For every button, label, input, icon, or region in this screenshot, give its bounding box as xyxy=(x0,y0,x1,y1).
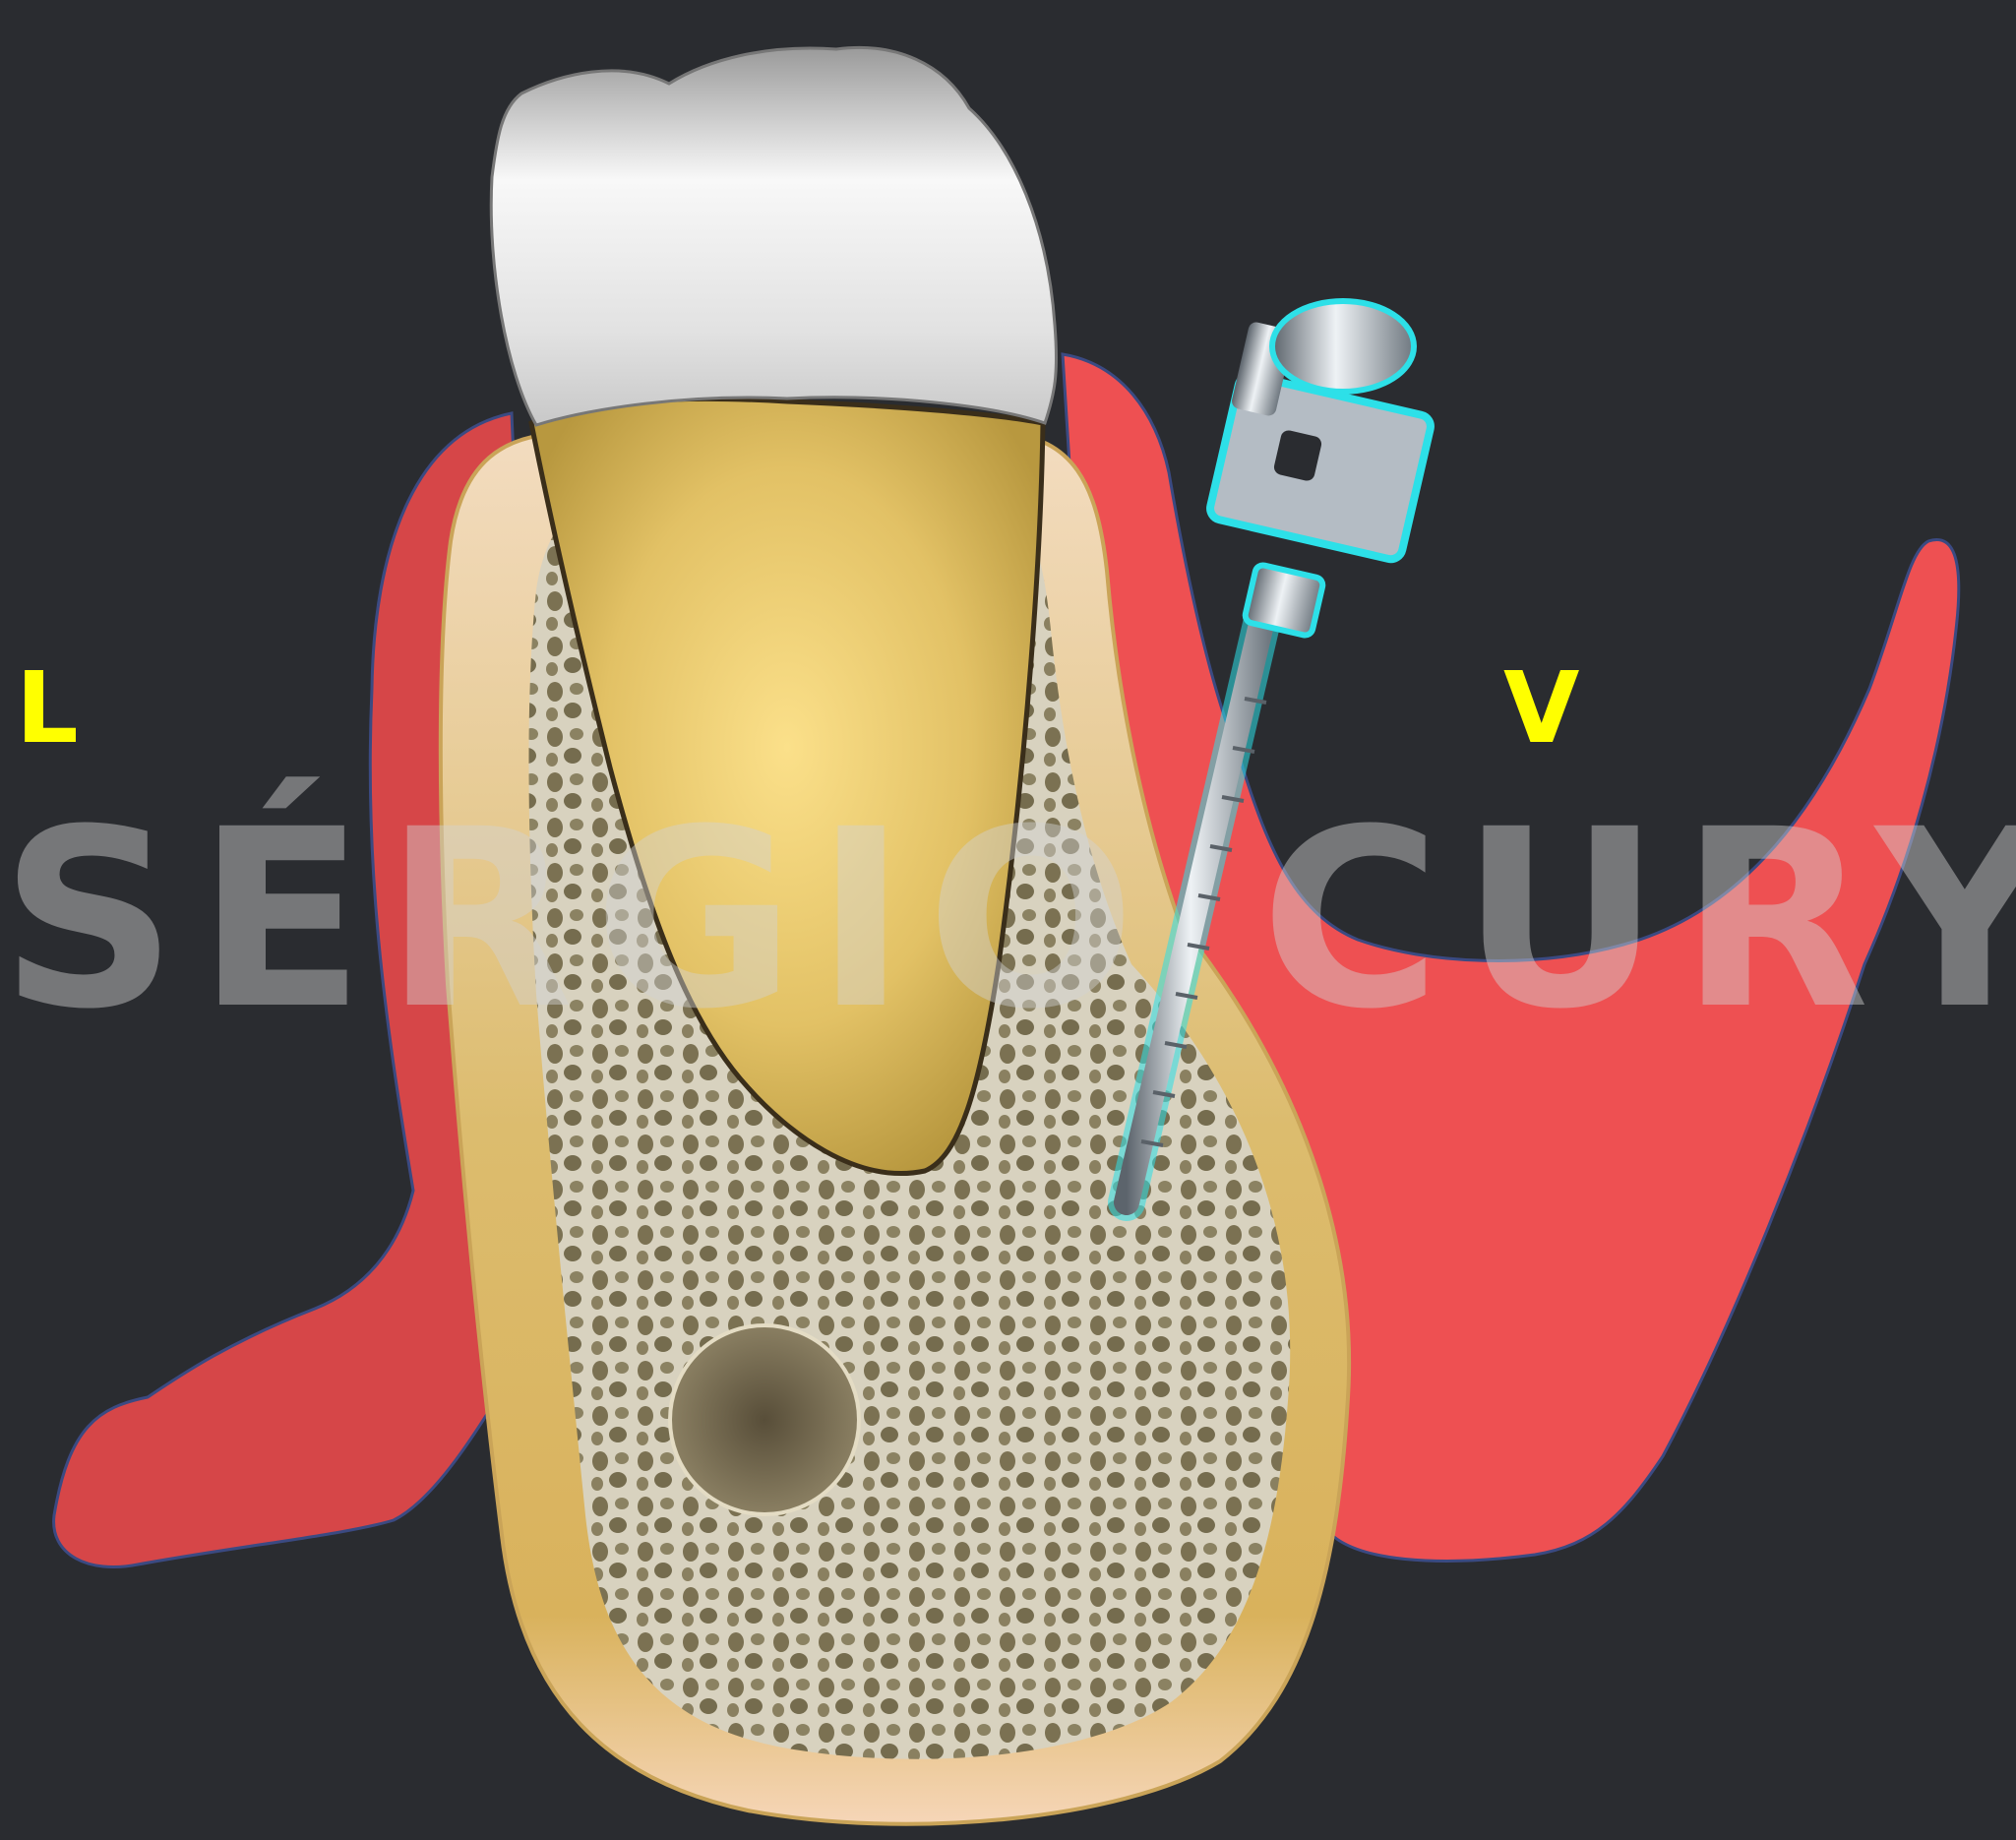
lingual-side-label: L xyxy=(16,659,79,758)
watermark: SÉRGIO CURY xyxy=(0,797,2016,1043)
vestibular-side-label: V xyxy=(1503,659,1579,758)
